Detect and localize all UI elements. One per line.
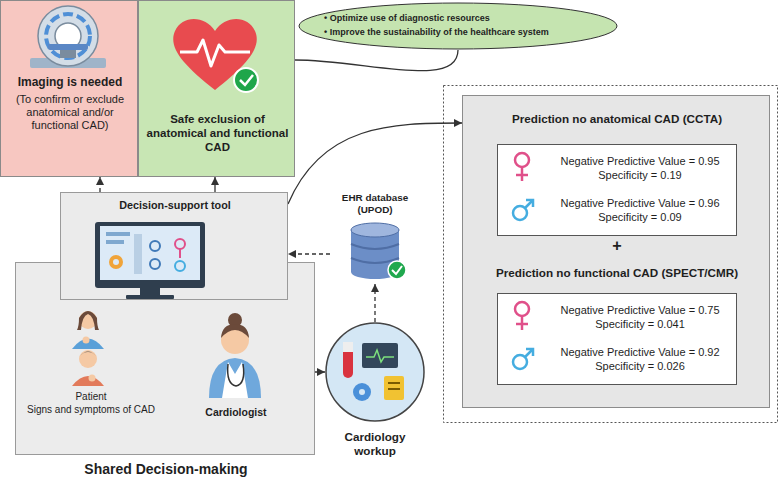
imaging-box: Imaging is needed (To confirm or exclude … [0, 0, 138, 177]
node-text: Shared Decision-making [16, 461, 316, 478]
heart-icon [173, 19, 258, 92]
node-text: Prediction no anatomical CAD (CCTA) [463, 112, 771, 126]
database-icon [351, 223, 406, 279]
node-text: Negative Predictive Value = 0.92 [546, 346, 734, 359]
database-node: EHR database (UPOD) [330, 192, 420, 284]
metrics-box: Negative Predictive Value = 0.95Specific… [497, 144, 737, 236]
connector [99, 177, 100, 192]
node-text: + [463, 236, 771, 255]
prediction-panel: Prediction no anatomical CAD (CCTA) + Pred… [462, 95, 770, 408]
node-text: Decision-support tool [61, 199, 289, 212]
goals-ellipse: • Optimize use of diagnostic resources • … [298, 2, 618, 50]
tool-box: Decision-support tool [60, 192, 288, 300]
connector [295, 50, 458, 71]
node-text: Signs and symptoms of CAD [16, 404, 166, 416]
node-text: Negative Predictive Value = 0.75 [546, 304, 734, 317]
mri-icon [30, 6, 106, 68]
connector [288, 253, 330, 254]
connector [288, 123, 462, 204]
node-text: • Improve the sustainability of the heal… [324, 27, 594, 38]
node-text: Safe exclusion of anatomical and functio… [145, 113, 290, 154]
patient-figures [72, 311, 104, 386]
node-text: Prediction no functional CAD (SPECT/CMR) [463, 266, 771, 280]
node-text: Cardiologist [176, 406, 296, 419]
ellipse-outline [298, 2, 618, 50]
node-text: Patient [16, 391, 166, 403]
computer-icon [95, 222, 205, 299]
node-text: EHR database (UPOD) [330, 192, 420, 216]
node-text: Specificity = 0.026 [546, 360, 734, 373]
node-text: Negative Predictive Value = 0.96 [546, 197, 734, 210]
connector [374, 284, 375, 322]
gender-symbols [513, 153, 533, 369]
metrics-box: Negative Predictive Value = 0.75Specific… [497, 293, 737, 385]
cardiologist-figure [209, 313, 261, 398]
node-text: Cardiology workup [325, 430, 425, 458]
node-text: Imaging is needed [6, 75, 134, 89]
node-text: (To confirm or exclude anatomical and/or… [6, 93, 134, 133]
connector [214, 177, 215, 192]
node-text: Specificity = 0.041 [546, 318, 734, 331]
node-text: • Optimize use of diagnostic resources [324, 13, 594, 24]
connector [315, 371, 325, 372]
workup-node: Cardiology workup [325, 322, 425, 472]
workup-icon [326, 323, 424, 421]
exclusion-box: Safe exclusion of anatomical and functio… [138, 0, 295, 177]
dotted-frame [444, 86, 778, 423]
node-text: Specificity = 0.09 [546, 211, 734, 224]
node-text: Specificity = 0.19 [546, 169, 734, 182]
node-text: Negative Predictive Value = 0.95 [546, 155, 734, 168]
